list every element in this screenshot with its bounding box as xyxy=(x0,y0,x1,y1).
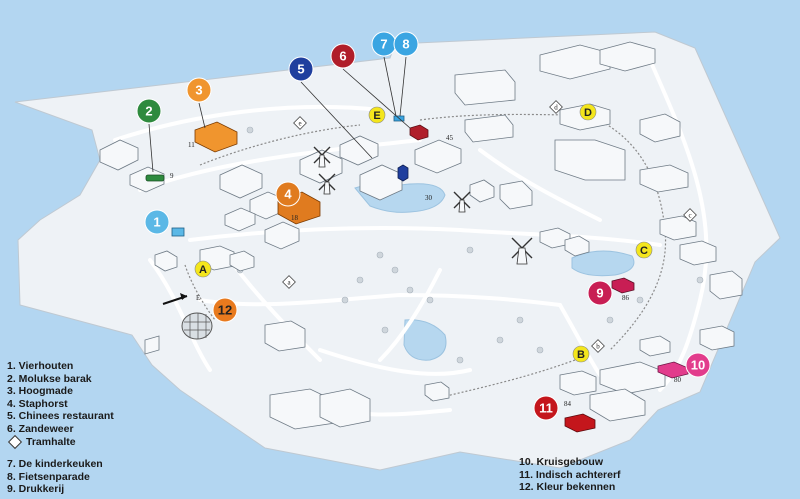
venue-marker-label: 6 xyxy=(339,49,346,64)
leader-line xyxy=(300,81,373,159)
tram-stop-label: E xyxy=(373,110,380,122)
venue-marker-label: 12 xyxy=(218,303,232,318)
building-number: 84 xyxy=(564,400,572,408)
diamond-letter: d xyxy=(554,104,558,112)
venue-marker-label: 3 xyxy=(195,83,202,98)
venue-marker-label: 2 xyxy=(145,104,152,119)
legend-group-1-item: 6. Zandeweer xyxy=(7,422,74,435)
diamond-icon xyxy=(7,435,23,450)
building-number: 9 xyxy=(170,172,174,180)
trees xyxy=(236,126,704,364)
diamond-marker-e: e xyxy=(293,116,307,130)
venue-marker-10[interactable]: 10 xyxy=(685,352,711,378)
venue-marker-label: 4 xyxy=(284,187,292,202)
legend-group-1-item: 2. Molukse barak xyxy=(7,372,92,385)
building-number: 86 xyxy=(622,294,630,302)
dome-pavilion xyxy=(181,312,213,340)
legend-group-1-item: 3. Hoogmade xyxy=(7,385,73,397)
leader-line xyxy=(148,123,154,173)
venue-marker-label: 10 xyxy=(691,358,705,373)
pond-center xyxy=(403,319,447,361)
building-number: 11 xyxy=(188,141,195,149)
venue-marker-4[interactable]: 4 xyxy=(275,181,301,207)
tram-stops: A B C D E xyxy=(194,103,653,363)
building-number: 80 xyxy=(674,376,682,384)
tram-stop-E[interactable]: E xyxy=(368,106,386,124)
building-number: 30 xyxy=(425,194,433,202)
building-numbers: 11 9 18 30 45 86 80 84 xyxy=(170,134,682,408)
tram-stop-label: A xyxy=(199,264,207,276)
legend-group-3-item: 11. Indisch achtererf xyxy=(519,468,621,481)
diamond-letter: c xyxy=(688,212,691,220)
venue-marker-label: 9 xyxy=(596,286,603,301)
diamond-marker-a: a xyxy=(282,275,296,289)
venue-marker-label: 11 xyxy=(539,401,553,416)
venue-marker-label: 1 xyxy=(153,215,160,230)
tram-stop-label: B xyxy=(577,349,585,361)
tram-stop-B[interactable]: B xyxy=(572,345,590,363)
diamond-marker-c: c xyxy=(683,208,697,222)
venue-marker-11[interactable]: 11 xyxy=(533,395,559,421)
diamond-marker-b: b xyxy=(591,339,605,353)
legend-group-2-item: 9. Drukkerij xyxy=(7,483,65,495)
leader-line xyxy=(198,102,206,129)
venue-marker-6[interactable]: 6 xyxy=(330,43,356,69)
diamond-letter: a xyxy=(287,279,291,287)
building-number: 45 xyxy=(446,134,454,142)
tram-stop-label: D xyxy=(584,107,592,119)
leader-line xyxy=(383,56,397,117)
venue-marker-label: 8 xyxy=(402,37,409,52)
venue-marker-1[interactable]: 1 xyxy=(144,209,170,235)
venue-marker-label: 7 xyxy=(380,37,387,52)
venue-marker-12[interactable]: 12 xyxy=(212,297,238,323)
legend-group-1-item: 1. Vierhouten xyxy=(7,360,74,372)
tram-stop-C[interactable]: C xyxy=(635,241,653,259)
entrance-arrow-icon: E xyxy=(162,293,200,305)
legend-group-2-item: 7. De kinderkeuken xyxy=(7,458,103,470)
leader-lines xyxy=(148,56,411,173)
legend-group-2-item: 8. Fietsenparade xyxy=(7,470,90,483)
building-number: 18 xyxy=(291,214,299,222)
diamond-letter: e xyxy=(298,120,301,128)
entrance-label: E xyxy=(196,294,200,302)
legend-group-3-item: 10. Kruisgebouw xyxy=(519,456,604,468)
highlighted-buildings xyxy=(145,115,689,433)
tram-stop-label: C xyxy=(640,245,648,257)
windmill-icons xyxy=(313,146,533,265)
tram-legend: Tramhalte xyxy=(7,435,76,450)
legend-group-1-item: 4. Staphorst xyxy=(7,397,68,410)
buildings xyxy=(99,41,743,430)
tram-stop-A[interactable]: A xyxy=(194,260,212,278)
lake-east xyxy=(571,250,635,277)
venue-marker-9[interactable]: 9 xyxy=(587,280,613,306)
venue-marker-7[interactable]: 7 xyxy=(371,31,397,57)
venue-marker-3[interactable]: 3 xyxy=(186,77,212,103)
diamond-marker-d: d xyxy=(549,100,563,114)
diamond-markers: a b c d e xyxy=(282,100,697,353)
leader-line xyxy=(399,56,407,117)
leader-line xyxy=(342,68,411,129)
legend-group-1-item: 5. Chinees restaurant xyxy=(7,410,114,422)
tram-stop-D[interactable]: D xyxy=(579,103,597,121)
venue-marker-5[interactable]: 5 xyxy=(288,56,314,82)
venue-marker-8[interactable]: 8 xyxy=(393,31,419,57)
venue-marker-2[interactable]: 2 xyxy=(136,98,162,124)
tram-legend-label: Tramhalte xyxy=(26,436,76,448)
venue-marker-label: 5 xyxy=(297,62,304,77)
diamond-letter: b xyxy=(596,343,600,351)
legend-group-3-item: 12. Kleur bekennen xyxy=(519,481,616,493)
